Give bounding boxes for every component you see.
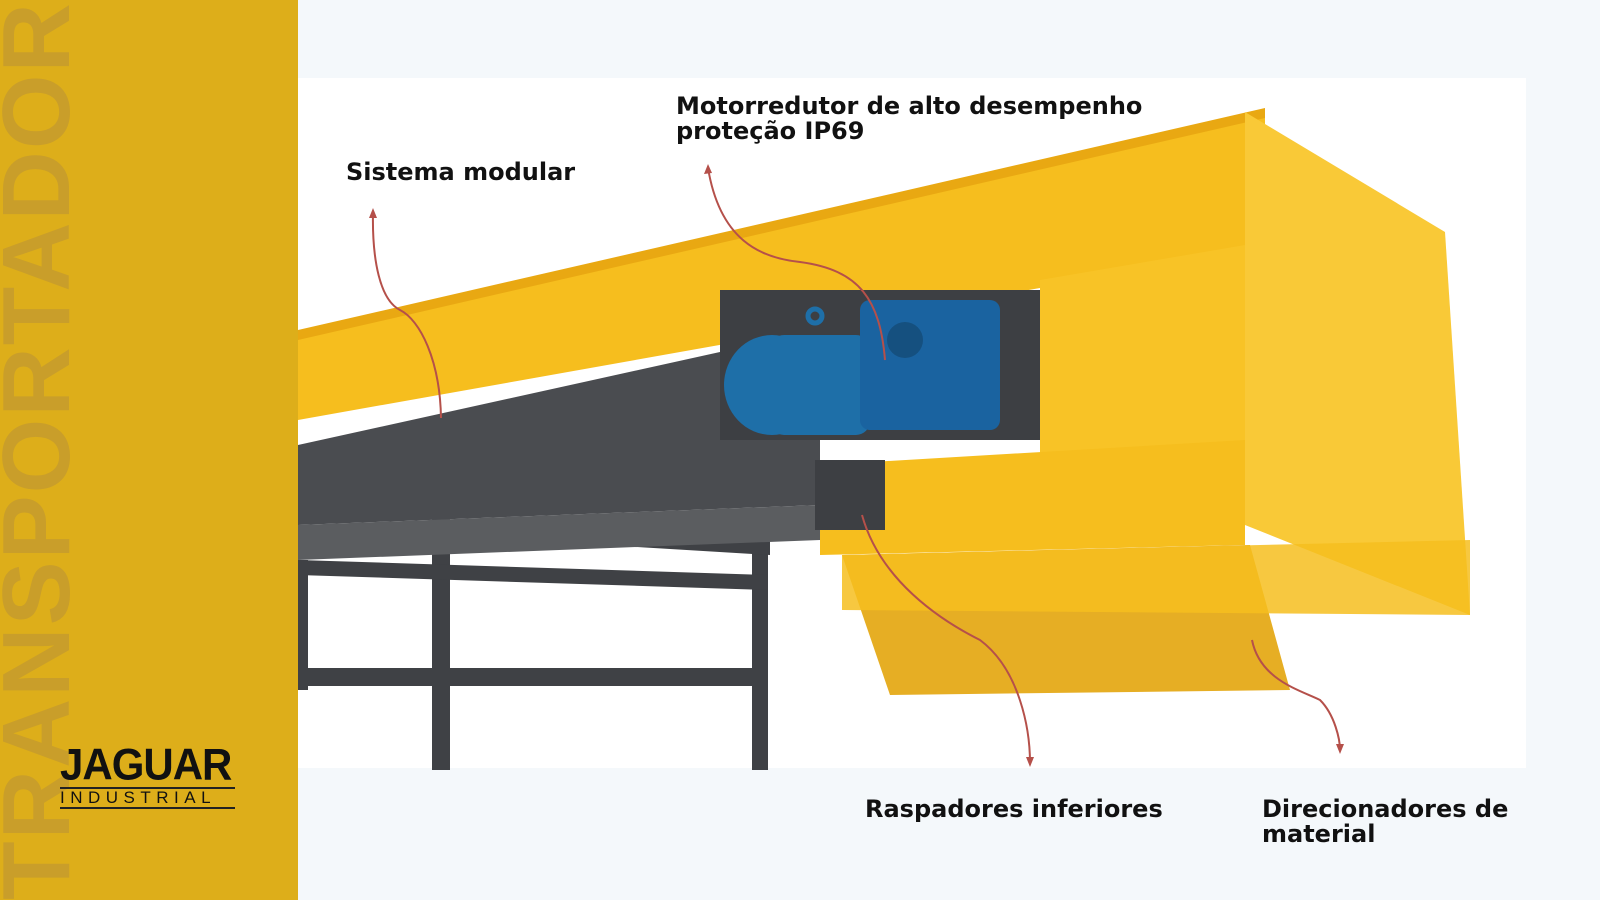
arrow-heads: [369, 164, 1344, 767]
label-motorredutor-line2: proteção IP69: [676, 117, 865, 145]
label-motorredutor: Motorredutor de alto desempenho proteção…: [676, 94, 1142, 144]
arrow-modular: [371, 211, 442, 419]
arrow-scrapers: [861, 514, 1031, 764]
logo-main-text: JAGUAR: [60, 739, 232, 790]
yellow-side-rail: [298, 112, 1265, 420]
label-direcionadores-line2: material: [1262, 820, 1376, 848]
label-raspadores: Raspadores inferiores: [865, 795, 1163, 823]
label-direcionadores: Direcionadores de material: [1262, 797, 1508, 847]
conveyor-body: [298, 330, 820, 525]
label-direcionadores-line1: Direcionadores de: [1262, 795, 1509, 823]
label-motorredutor-line1: Motorredutor de alto desempenho: [676, 92, 1143, 120]
arrow-motor: [707, 167, 886, 361]
gearmotor: [724, 300, 1000, 435]
jaguar-logo: JAGUAR INDUSTRIAL: [60, 739, 235, 809]
sidebar: TRANSPORTADOR JAGUAR INDUSTRIAL: [0, 0, 298, 900]
logo-sub-text: INDUSTRIAL: [60, 787, 235, 809]
arrow-directors: [1251, 639, 1341, 751]
label-sistema-modular: Sistema modular: [346, 158, 576, 186]
callout-arrows: [371, 167, 1341, 764]
